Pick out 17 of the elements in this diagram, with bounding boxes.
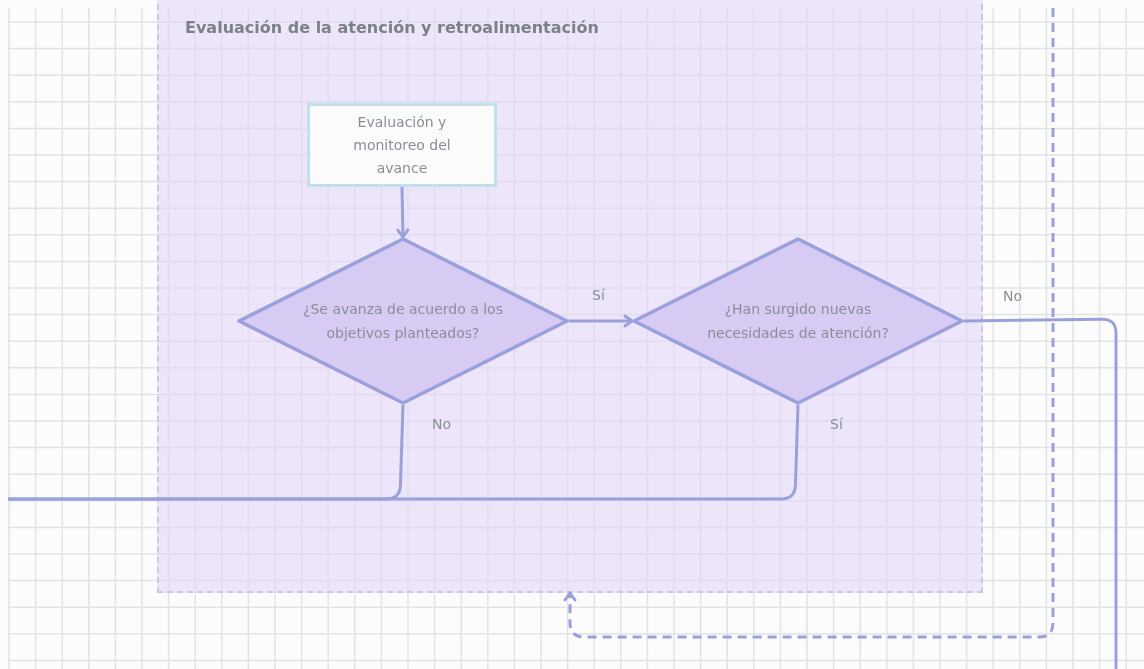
group-panel [157, 0, 983, 593]
decision-diamond [632, 237, 964, 405]
edge-label: Sí [829, 416, 844, 432]
arrow [569, 314, 634, 328]
connector-line [964, 317, 1118, 669]
connector-line [8, 404, 800, 501]
edge-label: No [1002, 288, 1024, 304]
decision-text: ¿Se avanza de acuerdo a los objetivos planteados? [303, 300, 503, 343]
process-text: Evaluación y monitoreo del avance [352, 112, 452, 178]
decision-text: ¿Han surgido nuevas necesidades de atención? [706, 300, 890, 343]
process-box [307, 103, 497, 187]
decision-diamond [237, 237, 569, 405]
edge-label: No [431, 416, 453, 432]
edge-label: Sí [591, 287, 606, 303]
dashed-arrow [563, 8, 1055, 639]
arrow [396, 186, 410, 239]
group-title: Evaluación de la atención y retroalimentación [185, 18, 599, 37]
